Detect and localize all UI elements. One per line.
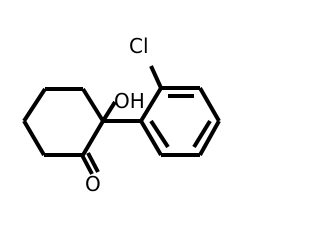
carbonyl-double-bond-b	[86, 152, 100, 173]
hydroxyl-bond	[101, 100, 117, 123]
carbonyl-oxygen-label: O	[85, 172, 101, 196]
aryl-inner-bond-3	[149, 119, 170, 149]
molecule-canvas: O OH Cl	[22, 34, 221, 196]
aryl-bond-3	[198, 87, 221, 122]
chlorine-label: Cl	[129, 34, 149, 58]
structure-diagram: O OH Cl	[22, 34, 221, 196]
cyclohexanone-ring	[22, 87, 105, 157]
aryl-bond-6	[139, 119, 163, 157]
aryl-bond-1	[139, 86, 163, 123]
aryl-bond-4	[198, 120, 221, 156]
carbonyl-group: O	[80, 152, 101, 196]
ring-bond-5	[22, 119, 46, 157]
carbonyl-double-bond-a	[80, 154, 94, 175]
aryl-inner-bond-2	[192, 119, 212, 149]
chlorine-bond	[149, 65, 163, 89]
hydroxyl-group: OH	[101, 89, 145, 123]
ring-bond-6	[22, 87, 47, 123]
chlorophenyl-ring	[139, 86, 221, 157]
ring-bond-2	[81, 87, 105, 123]
hydroxyl-label: OH	[114, 89, 145, 113]
chlorine-substituent: Cl	[129, 34, 163, 89]
ring-bond-3	[81, 119, 105, 157]
